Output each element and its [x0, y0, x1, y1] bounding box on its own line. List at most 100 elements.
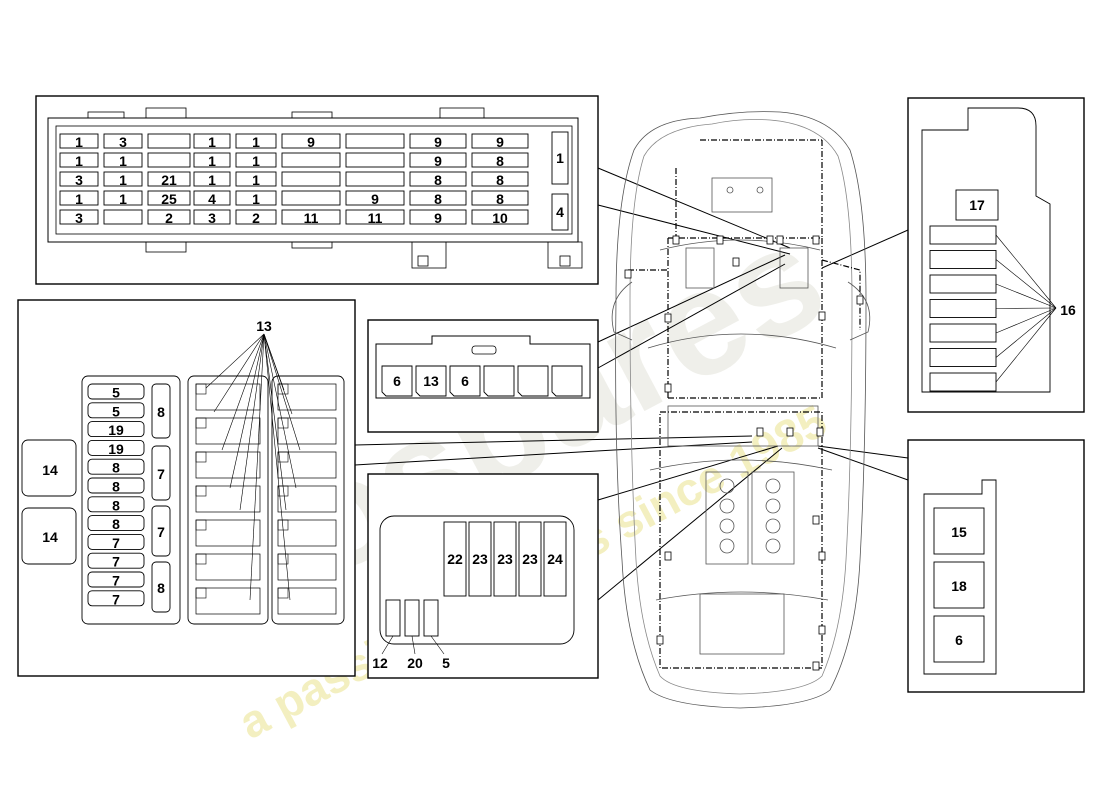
- fuse-slot-label: 8: [112, 460, 120, 476]
- fuse-slot-label: 1: [252, 172, 260, 188]
- fuse-slot-label: 9: [371, 191, 379, 207]
- relay-slot: [543, 521, 567, 597]
- leader-line: [249, 333, 265, 601]
- fuse-label: 1: [556, 150, 564, 166]
- relay-slot: [933, 615, 985, 663]
- fuse-slot-label: 3: [75, 210, 83, 226]
- fuse-slot: [87, 552, 145, 569]
- fuse-slot: [281, 133, 341, 149]
- fuse-slot-label: 3: [75, 172, 83, 188]
- fuse-slot-label: 7: [112, 591, 120, 607]
- car-outline: [611, 111, 871, 709]
- fuse-slot: [281, 152, 341, 168]
- fuse-slot: [151, 505, 171, 557]
- fuse-slot: [281, 171, 341, 187]
- fuse-slot: [193, 133, 231, 149]
- connector: [786, 427, 794, 437]
- fuse-slot-label: 1: [119, 172, 127, 188]
- leader-line: [263, 333, 291, 601]
- fuse-slot-label: 8: [496, 191, 504, 207]
- fuse-slot: [345, 190, 405, 206]
- empty-slot: [195, 383, 261, 411]
- slot-notch: [277, 383, 289, 395]
- leader-line: [239, 333, 265, 511]
- relay-slot-label: 24: [547, 551, 563, 567]
- fuse-slot: [147, 171, 191, 187]
- relay-slot-label: 22: [447, 551, 463, 567]
- empty-slot: [195, 587, 261, 615]
- relay-slot: [483, 365, 515, 397]
- fuse-slot: [103, 190, 143, 206]
- connector: [664, 313, 672, 323]
- fuse-slot: [193, 171, 231, 187]
- connector: [816, 427, 824, 437]
- leader-line: [995, 307, 1057, 309]
- fuse-slot: [103, 133, 143, 149]
- callout-20: 20: [407, 655, 423, 671]
- fuse-slot: [409, 133, 467, 149]
- connector: [732, 257, 740, 267]
- relay-slot-label: 6: [393, 373, 401, 389]
- harness-connectors: [624, 235, 864, 671]
- fuse-slot-label: 8: [496, 172, 504, 188]
- empty-slot: [277, 383, 337, 411]
- slot-notch: [195, 587, 207, 599]
- cylinder: [765, 538, 781, 554]
- empty-slot: [277, 519, 337, 547]
- fuse-slot-label: 5: [112, 385, 120, 401]
- fuse-slot: [87, 496, 145, 513]
- cylinder: [765, 478, 781, 494]
- fuse-slot: [147, 152, 191, 168]
- panel-right-top: 17 16: [907, 97, 1085, 413]
- fuse-slot-label: 2: [252, 210, 260, 226]
- relay-slot: [929, 372, 997, 392]
- fuse-slot: [409, 209, 467, 225]
- fuse-slot-label: 7: [112, 535, 120, 551]
- connector: [716, 235, 724, 245]
- fuse-slot-label: 3: [208, 210, 216, 226]
- relay-slot-label: 6: [955, 632, 963, 648]
- fuse-slot-label: 11: [368, 210, 383, 226]
- fuse-slot: [87, 515, 145, 532]
- fuse-slot: [87, 571, 145, 588]
- empty-slot: [277, 587, 337, 615]
- fuse-slot: [193, 209, 231, 225]
- leader-line: [263, 333, 287, 511]
- relay-slot-label: 23: [497, 551, 513, 567]
- fuse-slot-label: 3: [119, 134, 127, 150]
- cylinder: [719, 478, 735, 494]
- empty-slot: [277, 451, 337, 479]
- fuse-slot: [281, 190, 341, 206]
- relay-slot: [933, 507, 985, 555]
- cylinder: [719, 518, 735, 534]
- relay-slot: [929, 225, 997, 245]
- fuse-slot: [151, 383, 171, 439]
- connector: [818, 551, 826, 561]
- slot-notch: [195, 485, 207, 497]
- cylinder: [765, 518, 781, 534]
- fuse-slot-label: 11: [304, 210, 319, 226]
- cylinder: [719, 498, 735, 514]
- relay-slot: [518, 521, 542, 597]
- fuse-slot: [409, 190, 467, 206]
- relay-slot-label: 23: [522, 551, 538, 567]
- fuse-slot-label: 7: [112, 554, 120, 570]
- fuse-slot: [59, 133, 99, 149]
- empty-slot: [195, 417, 261, 445]
- fuse-slot-label: 25: [161, 191, 177, 207]
- leader-line: [995, 307, 1057, 383]
- fuse-slot-label: 8: [496, 153, 504, 169]
- connector: [672, 235, 680, 245]
- leader-line: [995, 283, 1057, 309]
- fuse-slot-label: 19: [108, 422, 124, 438]
- relay-slot: [517, 365, 549, 397]
- relay-slot: [468, 521, 492, 597]
- empty-slot: [195, 451, 261, 479]
- connector: [766, 235, 774, 245]
- empty-slot: [195, 485, 261, 513]
- fuse-slot-label: 1: [119, 153, 127, 169]
- fuse-slot: [235, 152, 277, 168]
- relay-label: 14: [42, 529, 58, 545]
